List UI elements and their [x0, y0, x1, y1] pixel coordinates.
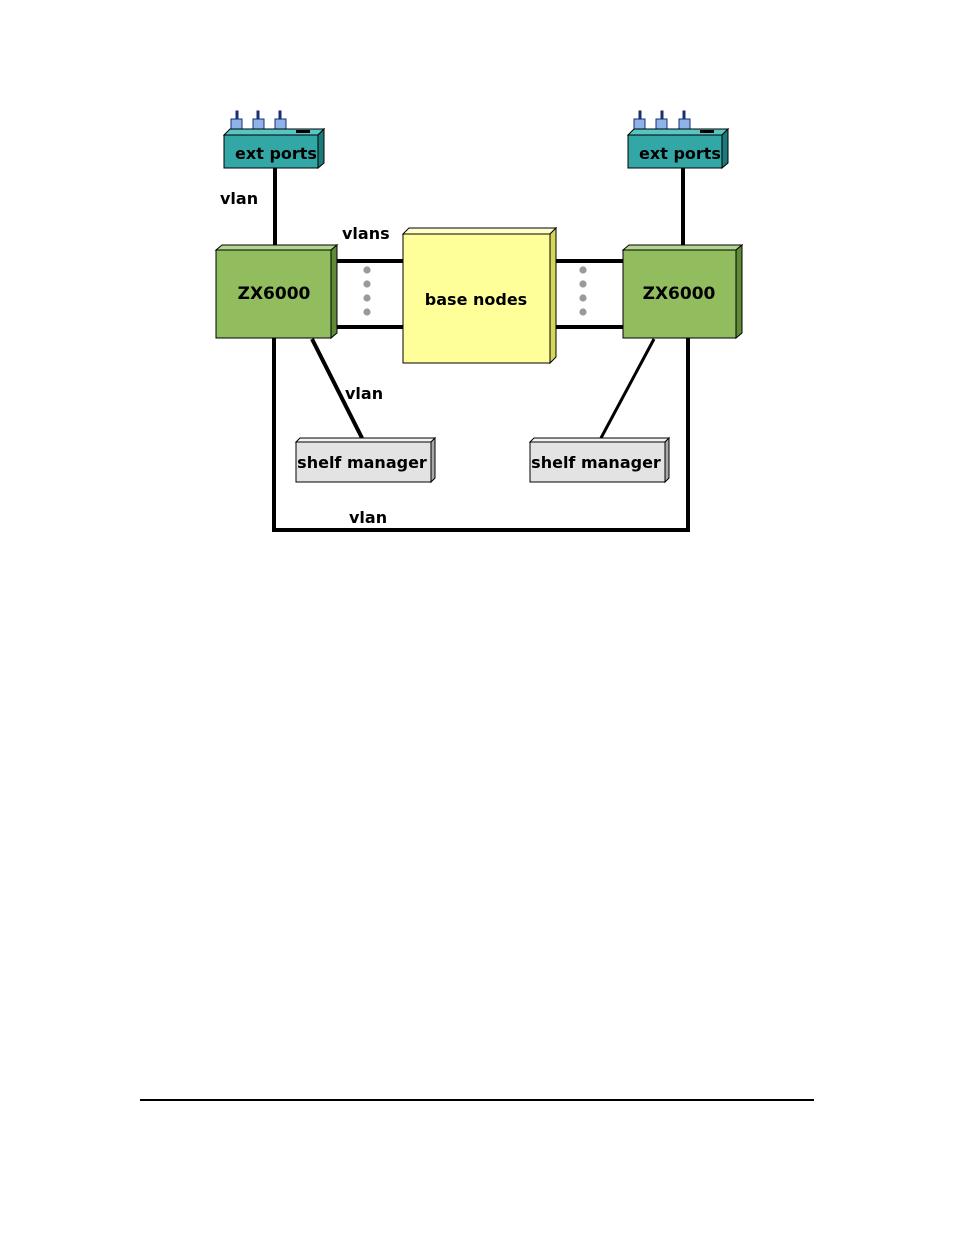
shelf-manager-left-label: shelf manager — [297, 453, 427, 472]
dot — [579, 308, 586, 315]
network-connector-icon — [634, 111, 690, 130]
vlan-label-bottom: vlan — [349, 508, 387, 527]
switch-right-label: ZX6000 — [643, 284, 716, 304]
dot — [579, 294, 586, 301]
dot — [363, 280, 370, 287]
switch-left: ZX6000 — [216, 245, 337, 338]
link-right-switch-shelfmanager — [601, 339, 654, 438]
vlan-label-mid-left: vlan — [345, 384, 383, 403]
dot — [363, 266, 370, 273]
link-bottom-vlan-loop — [274, 338, 688, 530]
base-nodes: base nodes — [403, 228, 556, 363]
vlans-label: vlans — [342, 224, 390, 243]
shelf-manager-right-label: shelf manager — [531, 453, 661, 472]
dot — [579, 280, 586, 287]
dot — [579, 266, 586, 273]
ext-ports-left-label: ext ports — [235, 144, 317, 163]
ext-ports-right: ext ports — [628, 111, 728, 168]
network-connector-icon — [231, 111, 286, 130]
vlan-dots-right — [579, 266, 586, 315]
shelf-manager-left: shelf manager — [296, 438, 435, 482]
shelf-manager-right: shelf manager — [530, 438, 669, 482]
vlan-dots-left — [363, 266, 370, 315]
dot — [363, 294, 370, 301]
switch-right: ZX6000 — [623, 245, 742, 338]
dot — [363, 308, 370, 315]
switch-left-label: ZX6000 — [238, 284, 311, 304]
base-nodes-label: base nodes — [425, 290, 527, 309]
ext-ports-left: ext ports — [224, 111, 324, 168]
footer-rule — [140, 1099, 814, 1101]
vlan-label-top-left: vlan — [220, 189, 258, 208]
ext-ports-right-label: ext ports — [639, 144, 721, 163]
